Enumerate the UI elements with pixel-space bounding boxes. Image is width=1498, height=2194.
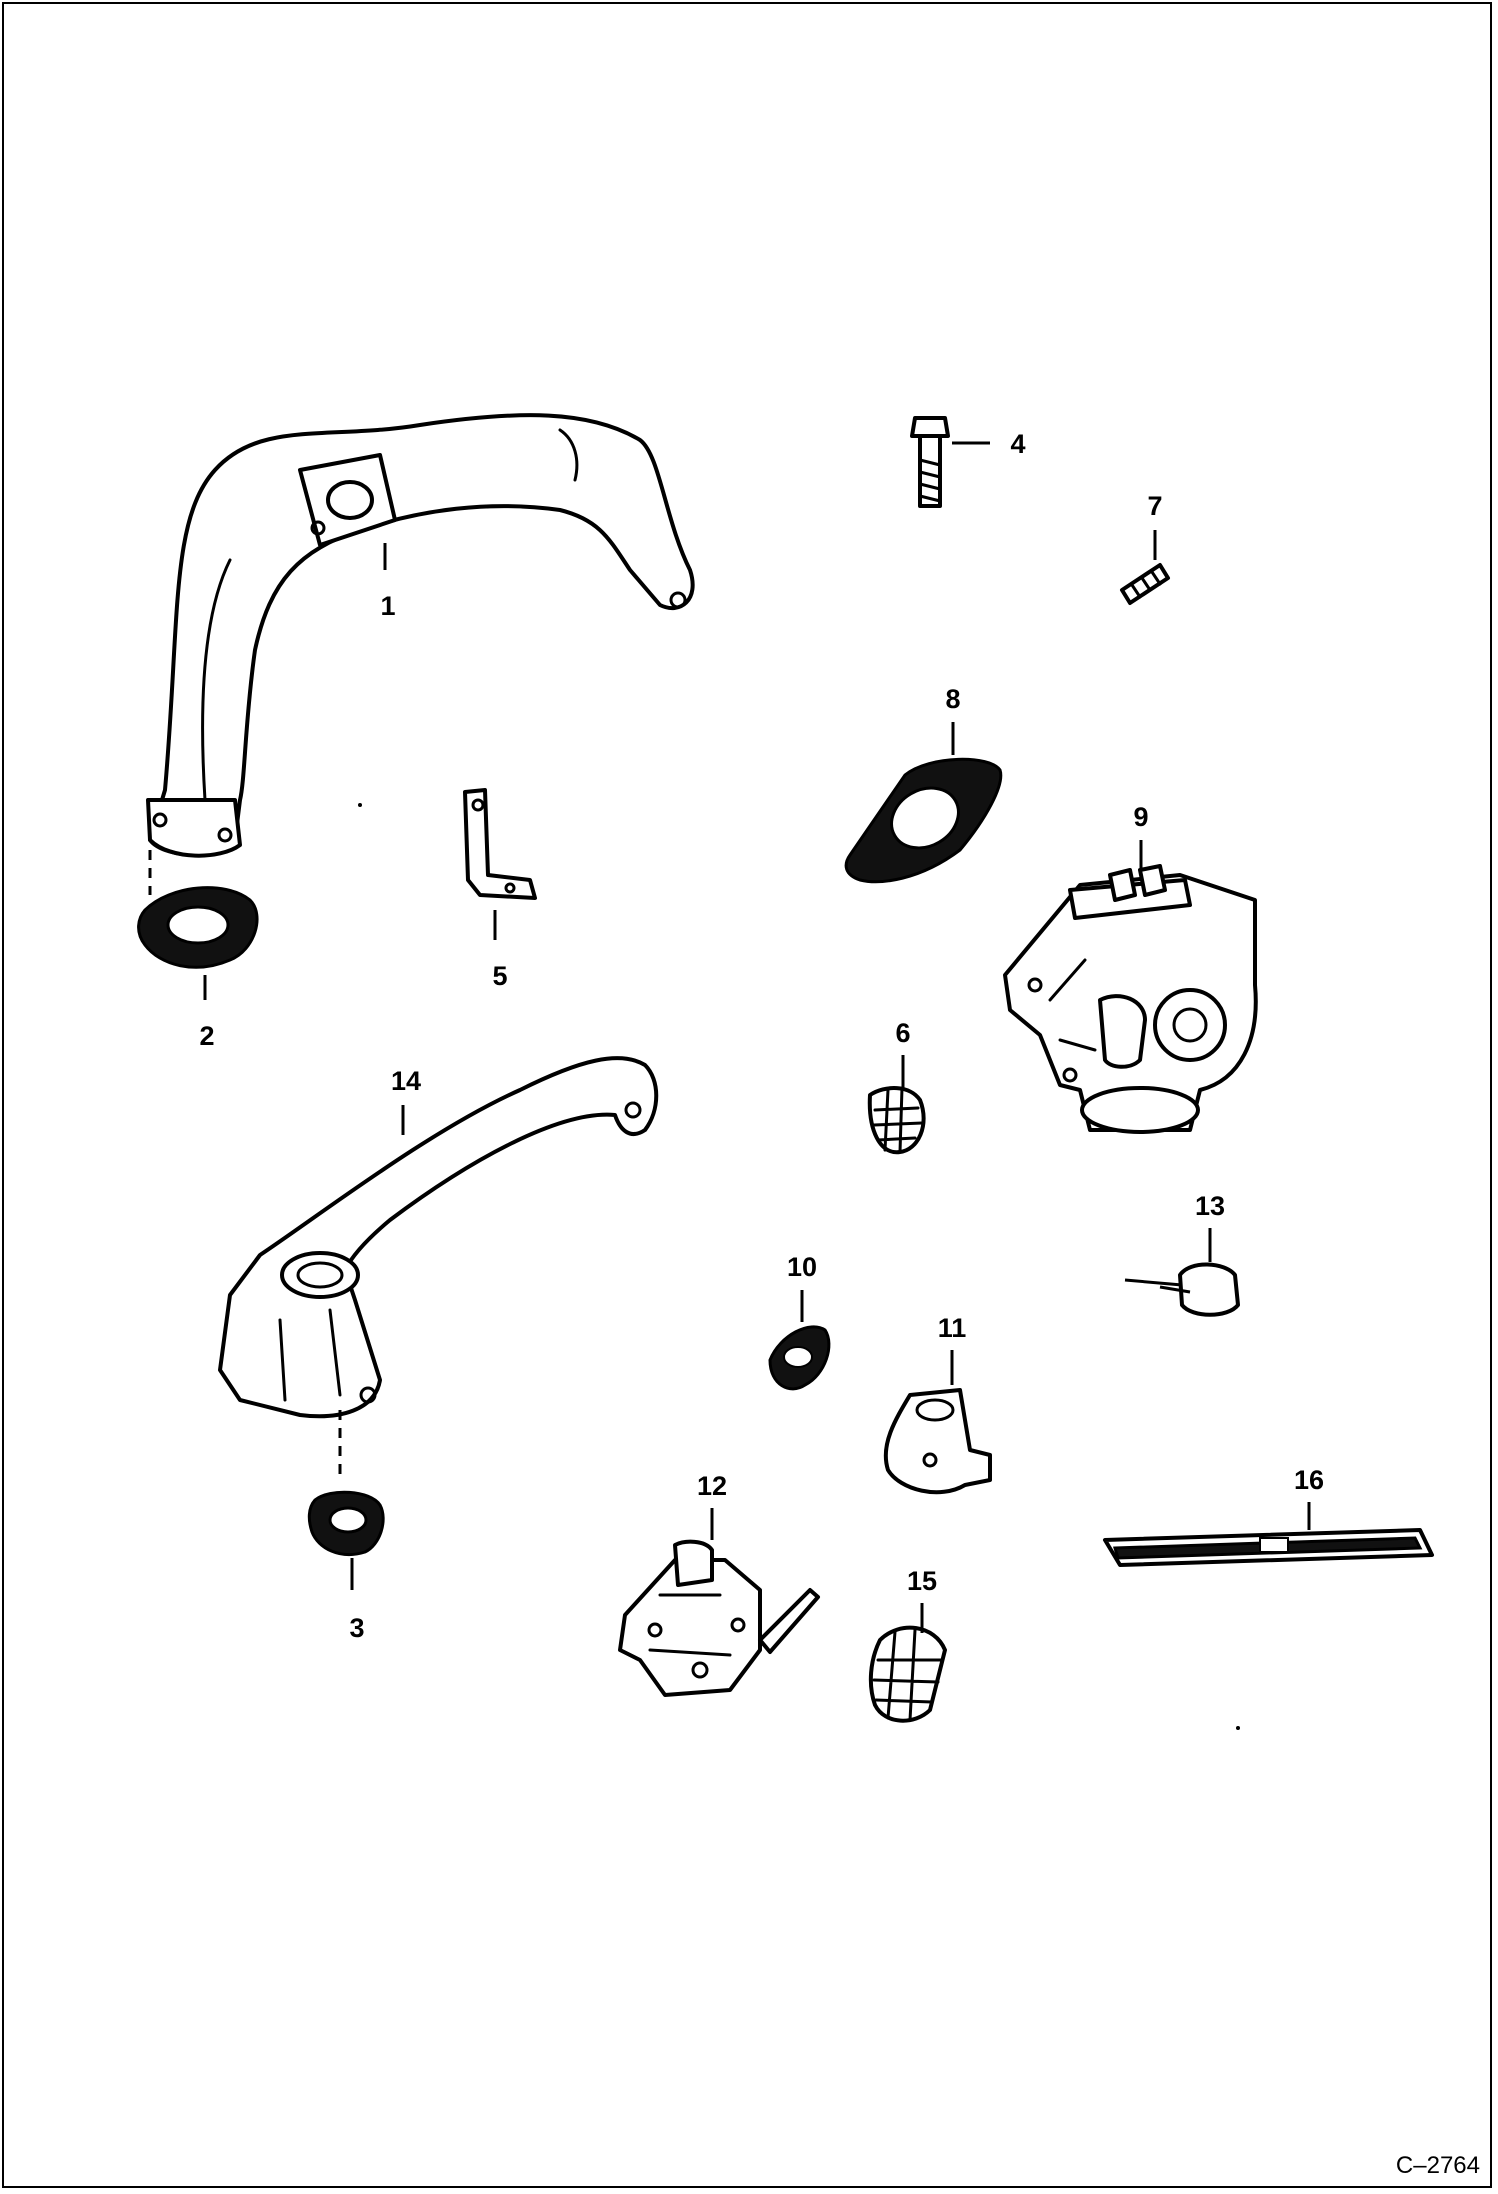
part-7-stud xyxy=(1120,563,1170,605)
part-16-decal xyxy=(1103,1528,1434,1567)
part-12-fuel-pump xyxy=(618,1539,820,1697)
callout-14: 14 xyxy=(391,1066,421,1096)
callout-7: 7 xyxy=(1147,491,1162,521)
part-15-filter xyxy=(868,1625,947,1723)
callout-11: 11 xyxy=(938,1313,967,1343)
callout-16: 16 xyxy=(1294,1465,1324,1495)
callout-9: 9 xyxy=(1133,802,1148,832)
callout-1: 1 xyxy=(380,591,395,621)
callout-15: 15 xyxy=(907,1566,937,1596)
part-1-intake-manifold xyxy=(146,413,695,858)
callout-6: 6 xyxy=(895,1018,910,1048)
part-4-bolt xyxy=(910,416,950,508)
part-5-bracket xyxy=(463,788,537,900)
part-14-lower-manifold xyxy=(218,1056,659,1419)
callout-4: 4 xyxy=(1010,429,1025,459)
callout-10: 10 xyxy=(787,1252,817,1282)
callout-8: 8 xyxy=(945,684,960,714)
callout-5: 5 xyxy=(492,961,507,991)
part-13-needle xyxy=(1124,1262,1240,1317)
part-10-gasket xyxy=(768,1325,831,1391)
part-3-gasket xyxy=(307,1490,385,1557)
figure-reference: C–2764 xyxy=(1395,2152,1480,2179)
part-2-gasket xyxy=(137,886,259,969)
callout-2: 2 xyxy=(199,1021,214,1051)
callout-3: 3 xyxy=(349,1613,364,1643)
callout-12: 12 xyxy=(697,1471,727,1501)
part-9-carburetor xyxy=(1003,864,1258,1134)
stray-mark xyxy=(358,803,362,807)
part-11-elbow xyxy=(883,1388,992,1495)
part-6-screen xyxy=(867,1086,926,1155)
part-8-gasket xyxy=(844,757,1003,884)
stray-mark xyxy=(1236,1726,1240,1730)
callout-13: 13 xyxy=(1195,1191,1225,1221)
